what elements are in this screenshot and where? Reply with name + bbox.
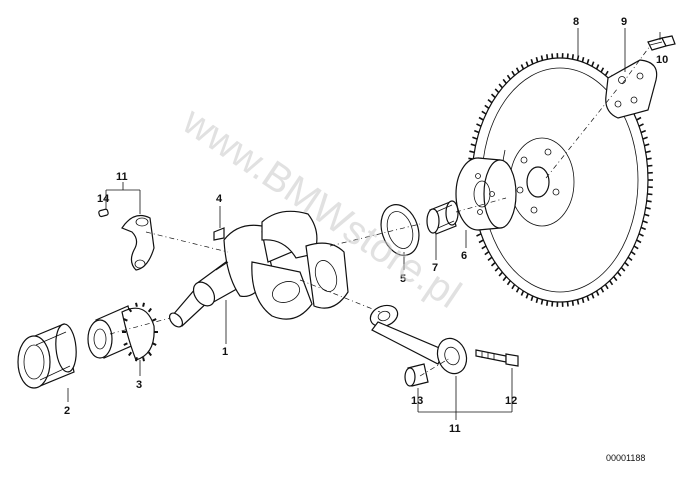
connecting-rod[interactable] xyxy=(367,302,471,378)
sprocket-teeth xyxy=(122,302,158,362)
callout-12: 12 xyxy=(505,395,517,407)
callout-10: 10 xyxy=(656,54,668,66)
callout-3: 3 xyxy=(136,379,142,391)
callout-4: 4 xyxy=(216,193,223,205)
callout-11-top: 11 xyxy=(116,171,128,183)
callout-14: 14 xyxy=(97,193,110,205)
ball-bearing[interactable] xyxy=(17,323,78,389)
callout-13: 13 xyxy=(411,395,423,407)
callout-2: 2 xyxy=(64,405,70,417)
callout-11-bottom: 11 xyxy=(449,423,461,435)
callout-labels: 1 2 3 4 5 6 7 8 9 10 11 11 12 13 14 xyxy=(64,16,668,435)
callout-7: 7 xyxy=(432,262,438,274)
rod-bolt[interactable] xyxy=(475,349,519,367)
reference-number: 00001188 xyxy=(606,453,645,463)
hub-flange[interactable] xyxy=(455,157,517,231)
rod-bushing[interactable] xyxy=(404,363,429,387)
bearing-cap[interactable] xyxy=(121,215,155,271)
seal-ring[interactable] xyxy=(375,200,425,261)
timing-sprocket[interactable] xyxy=(87,302,158,362)
dowel-pin[interactable] xyxy=(98,208,109,218)
pilot-bearing[interactable] xyxy=(426,200,459,235)
locking-plate[interactable] xyxy=(605,59,658,119)
callout-1: 1 xyxy=(222,346,228,358)
woodruff-key[interactable] xyxy=(213,227,225,241)
callout-5: 5 xyxy=(400,273,406,285)
callout-9: 9 xyxy=(621,16,627,28)
leader-lines xyxy=(67,28,661,420)
flywheel-bolt[interactable] xyxy=(647,35,676,51)
callout-6: 6 xyxy=(461,250,467,262)
centre-lines xyxy=(109,45,651,377)
crankshaft[interactable] xyxy=(167,210,349,329)
callout-8: 8 xyxy=(573,16,579,28)
